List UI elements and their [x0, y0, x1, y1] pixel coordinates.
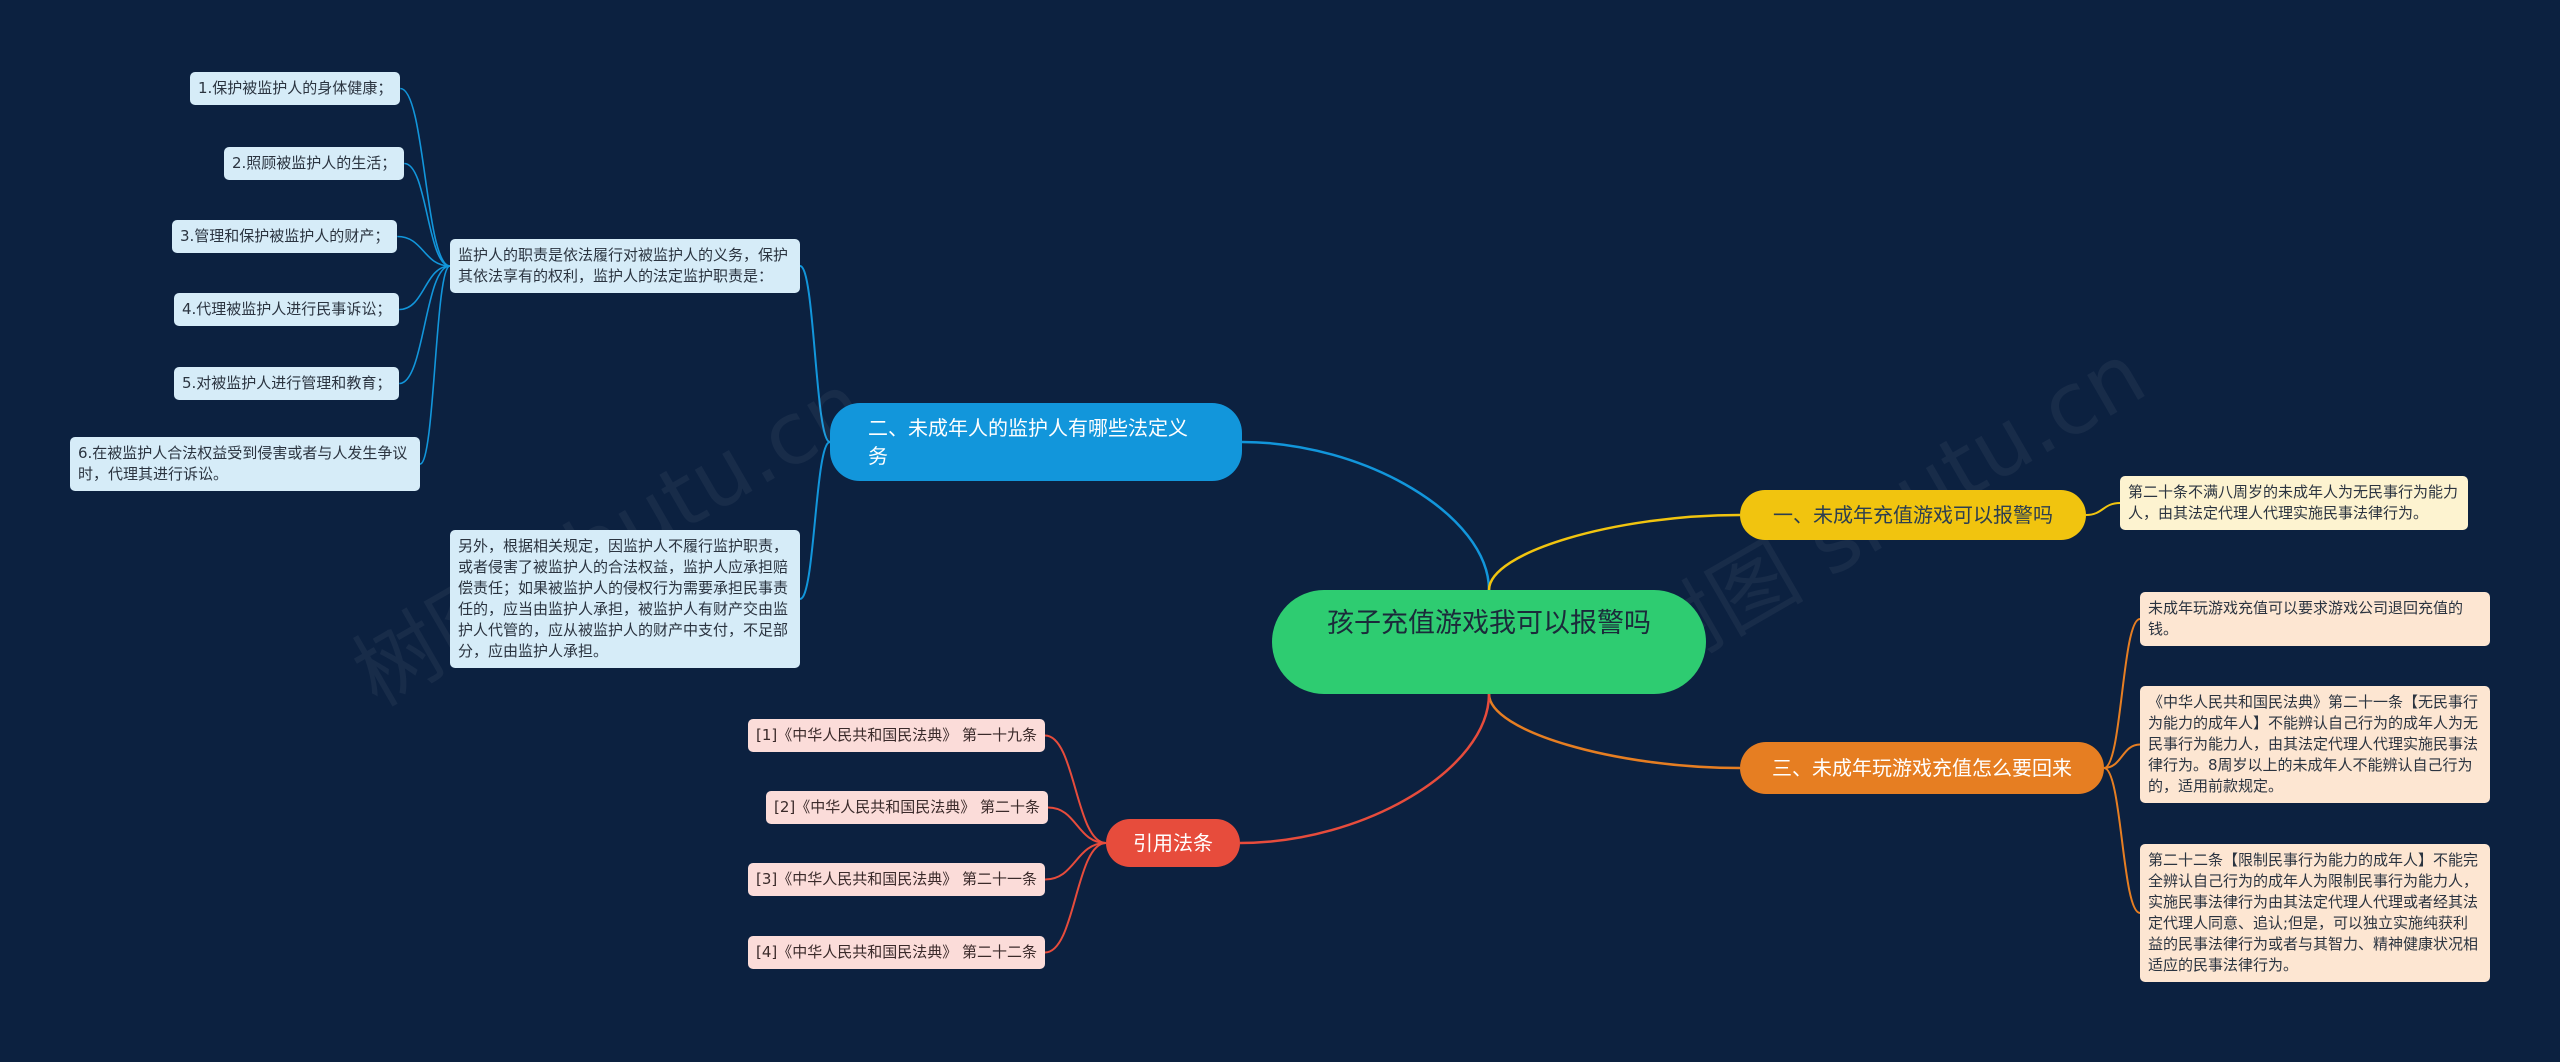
guardian-duty-5[interactable]: 5.对被监护人进行管理和教育； — [174, 367, 400, 400]
link-refund-item-2 — [2103, 743, 2141, 769]
link-refund-item-3 — [2103, 767, 2141, 914]
link-law-ref-2 — [1047, 806, 1107, 844]
branch-cited-laws[interactable]: 引用法条 — [1106, 819, 1240, 867]
link-law-ref-1 — [1044, 734, 1107, 844]
branch-refund[interactable]: 三、未成年玩游戏充值怎么要回来 — [1740, 742, 2104, 794]
link-law-ref-3 — [1044, 842, 1107, 881]
link-police-article — [2085, 502, 2121, 516]
link-root-police — [1487, 513, 1741, 591]
link-root-refund — [1487, 693, 1741, 770]
link-root-guardian — [1241, 440, 1491, 591]
law-ref-2[interactable]: [2]《中华人民共和国民法典》 第二十条 — [766, 791, 1049, 824]
branch-guardian-duties[interactable]: 二、未成年人的监护人有哪些法定义务 — [830, 403, 1242, 481]
link-guardian-intro — [799, 265, 831, 443]
refund-item-3[interactable]: 第二十二条【限制民事行为能力的成年人】不能完全辨认自己行为的成年人为限制民事行为… — [2140, 844, 2490, 982]
link-duty-3 — [397, 235, 451, 267]
guardian-intro[interactable]: 监护人的职责是依法履行对被监护人的义务，保护其依法享有的权利，监护人的法定监护职… — [450, 239, 800, 293]
guardian-note[interactable]: 另外，根据相关规定，因监护人不履行监护职责，或者侵害了被监护人的合法权益，监护人… — [450, 530, 800, 668]
link-duty-2 — [404, 162, 451, 267]
guardian-duty-1[interactable]: 1.保护被监护人的身体健康； — [190, 72, 401, 105]
link-law-ref-4 — [1044, 842, 1107, 954]
link-duty-4 — [399, 265, 451, 311]
law-ref-1[interactable]: [1]《中华人民共和国民法典》 第一十九条 — [748, 719, 1046, 752]
branch-refund-label: 三、未成年玩游戏充值怎么要回来 — [1772, 755, 2072, 780]
root-topic[interactable]: 孩子充值游戏我可以报警吗 — [1272, 590, 1706, 694]
branch-laws-label: 引用法条 — [1133, 830, 1213, 855]
police-article-20[interactable]: 第二十条不满八周岁的未成年人为无民事行为能力人，由其法定代理人代理实施民事法律行… — [2120, 476, 2468, 530]
law-ref-4[interactable]: [4]《中华人民共和国民法典》 第二十二条 — [748, 936, 1046, 969]
link-duty-5 — [399, 265, 451, 385]
guardian-duty-3[interactable]: 3.管理和保护被监护人的财产； — [172, 220, 398, 253]
branch-report-police[interactable]: 一、未成年充值游戏可以报警吗 — [1740, 490, 2086, 540]
guardian-duty-6[interactable]: 6.在被监护人合法权益受到侵害或者与人发生争议时，代理其进行诉讼。 — [70, 437, 420, 491]
guardian-duty-4[interactable]: 4.代理被监护人进行民事诉讼； — [174, 293, 400, 326]
link-duty-1 — [400, 87, 451, 267]
refund-item-1[interactable]: 未成年玩游戏充值可以要求游戏公司退回充值的钱。 — [2140, 592, 2490, 646]
refund-item-2[interactable]: 《中华人民共和国民法典》第二十一条【无民事行为能力的成年人】不能辨认自己行为的成… — [2140, 686, 2490, 803]
link-refund-item-1 — [2103, 618, 2141, 769]
guardian-duty-2[interactable]: 2.照顾被监护人的生活； — [224, 147, 405, 180]
branch-guardian-label: 二、未成年人的监护人有哪些法定义务 — [868, 416, 1188, 468]
link-duty-6 — [419, 265, 451, 465]
law-ref-3[interactable]: [3]《中华人民共和国民法典》 第二十一条 — [748, 863, 1046, 896]
branch-police-label: 一、未成年充值游戏可以报警吗 — [1773, 502, 2053, 527]
link-guardian-note — [799, 441, 831, 600]
link-root-laws — [1239, 693, 1491, 845]
